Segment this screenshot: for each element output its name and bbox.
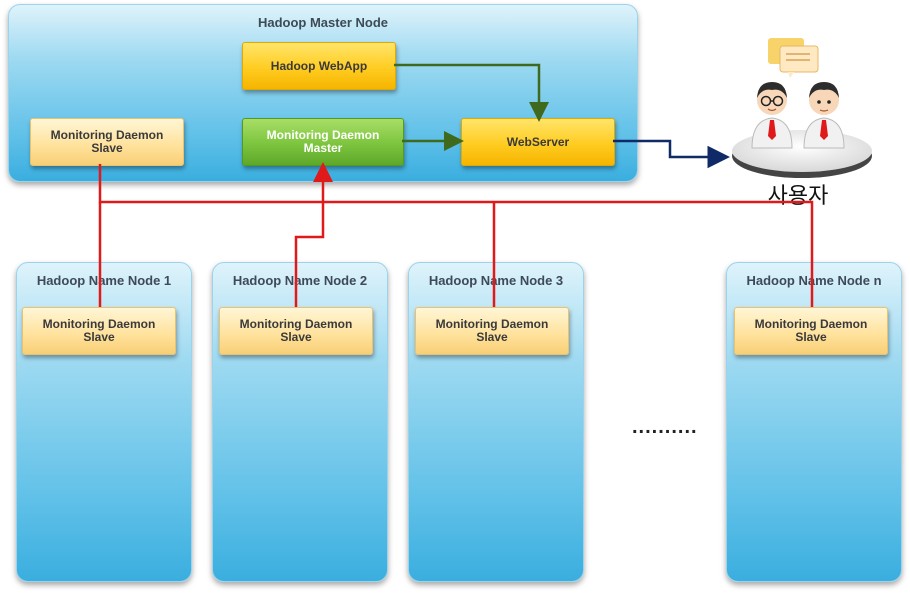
master-slave-line2: Slave <box>91 141 123 155</box>
hadoop-webapp-box: Hadoop WebApp <box>242 42 396 90</box>
name-node-title-2: Hadoop Name Node 2 <box>232 273 368 288</box>
monitoring-daemon-master-box: Monitoring Daemon Master <box>242 118 404 166</box>
daemon-master-line1: Monitoring Daemon <box>266 128 380 142</box>
name-node-2-daemon-box: Monitoring Daemon Slave <box>219 307 373 355</box>
daemon-line2: Slave <box>83 330 115 344</box>
daemon-line1: Monitoring Daemon <box>754 317 868 331</box>
daemon-line1: Monitoring Daemon <box>435 317 549 331</box>
users-illustration <box>732 38 872 178</box>
master-monitoring-slave-box: Monitoring Daemon Slave <box>30 118 184 166</box>
user-person-icon <box>751 82 793 149</box>
more-nodes-ellipsis: .......... <box>632 416 698 438</box>
master-node-title: Hadoop Master Node <box>257 15 388 30</box>
master-slave-line1: Monitoring Daemon <box>50 128 164 142</box>
webserver-label: WebServer <box>506 134 570 149</box>
name-node-3-daemon-box: Monitoring Daemon Slave <box>415 307 569 355</box>
hadoop-webapp-label: Hadoop WebApp <box>270 58 368 73</box>
name-node-title-1: Hadoop Name Node 1 <box>36 273 172 288</box>
daemon-line2: Slave <box>476 330 508 344</box>
webserver-box: WebServer <box>461 118 615 166</box>
user-person-icon <box>803 82 845 149</box>
daemon-line1: Monitoring Daemon <box>239 317 353 331</box>
speech-bubble-icon <box>768 38 819 78</box>
daemon-master-line2: Master <box>303 141 343 155</box>
daemon-line1: Monitoring Daemon <box>42 317 156 331</box>
name-node-title-n: Hadoop Name Node n <box>746 273 882 288</box>
daemon-line2: Slave <box>795 330 827 344</box>
name-node-title-3: Hadoop Name Node 3 <box>428 273 564 288</box>
daemon-line2: Slave <box>280 330 312 344</box>
user-label: 사용자 <box>767 183 829 208</box>
name-node-n-daemon-box: Monitoring Daemon Slave <box>734 307 888 355</box>
name-node-1-daemon-box: Monitoring Daemon Slave <box>22 307 176 355</box>
